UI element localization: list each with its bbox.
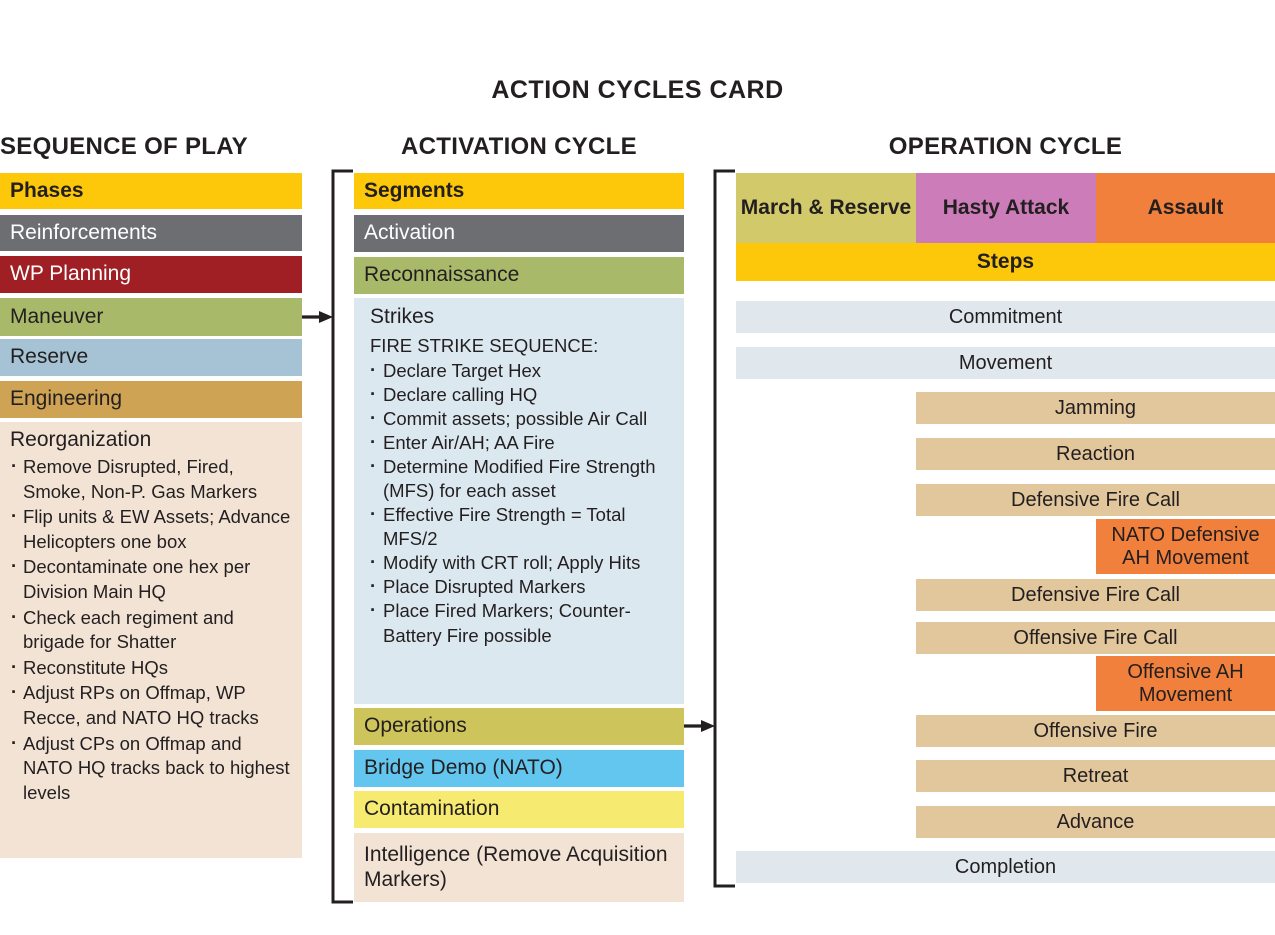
reorganization-bullet-list: Remove Disrupted, Fired, Smoke, Non-P. G… [0,454,302,806]
step-row-completion[interactable]: Completion [736,851,1275,883]
list-item: Place Fired Markers; Counter-Battery Fir… [370,598,678,647]
list-item: Check each regiment and brigade for Shat… [10,605,294,655]
operation-header-assault[interactable]: Assault [1096,173,1275,243]
phase-row-wp-planning[interactable]: WP Planning [0,256,302,293]
operation-bracket [713,169,735,888]
step-row-advance[interactable]: Advance [916,806,1275,838]
segment-row-activation[interactable]: Activation [354,215,684,252]
list-item: Adjust RPs on Offmap, WP Recce, and NATO… [10,680,294,730]
list-item: Declare calling HQ [370,382,678,407]
list-item: Adjust CPs on Offmap and NATO HQ tracks … [10,731,294,806]
list-item: Place Disrupted Markers [370,574,678,599]
page-title: ACTION CYCLES CARD [491,76,784,104]
operation-header-march-and-reserve[interactable]: March & Reserve [736,173,916,243]
activation-header-segments: Segments [354,173,684,209]
list-item: Declare Target Hex [370,358,678,383]
column-heading-activation-cycle: ACTIVATION CYCLE [401,133,637,160]
step-row-defensive-fire-call-1[interactable]: Defensive Fire Call [916,484,1275,516]
phase-row-maneuver[interactable]: Maneuver [0,298,302,336]
step-row-offensive-ah-movement[interactable]: Offensive AH Movement [1096,656,1275,711]
list-item: Decontaminate one hex per Division Main … [10,554,294,604]
list-item: Remove Disrupted, Fired, Smoke, Non-P. G… [10,454,294,504]
column-heading-sequence-of-play: SEQUENCE OF PLAY [0,133,248,160]
segment-row-contamination[interactable]: Contamination [354,791,684,828]
fire-strike-bullet-list: Declare Target Hex Declare calling HQ Co… [354,358,684,648]
activation-bracket [331,169,353,904]
phase-row-reorganization[interactable]: Reorganization Remove Disrupted, Fired, … [0,422,302,858]
list-item: Enter Air/AH; AA Fire [370,430,678,455]
strikes-title: Strikes [370,305,435,328]
list-item: Effective Fire Strength = Total MFS/2 [370,502,678,551]
sequence-header-phases: Phases [0,173,302,209]
operation-header-hasty-attack[interactable]: Hasty Attack [916,173,1096,243]
operation-steps-header: Steps [736,243,1275,281]
step-row-retreat[interactable]: Retreat [916,760,1275,792]
step-row-reaction[interactable]: Reaction [916,438,1275,470]
segment-row-strikes[interactable]: Strikes FIRE STRIKE SEQUENCE: Declare Ta… [354,298,684,704]
phase-row-reserve[interactable]: Reserve [0,339,302,376]
step-row-movement[interactable]: Movement [736,347,1275,379]
step-row-offensive-fire[interactable]: Offensive Fire [916,715,1275,747]
segment-row-reconnaissance[interactable]: Reconnaissance [354,257,684,294]
phase-row-engineering[interactable]: Engineering [0,381,302,418]
list-item: Determine Modified Fire Strength (MFS) f… [370,454,678,503]
step-row-nato-defensive-ah-movement[interactable]: NATO Defensive AH Movement [1096,519,1275,574]
step-row-commitment[interactable]: Commitment [736,301,1275,333]
column-heading-operation-cycle: OPERATION CYCLE [888,133,1123,160]
list-item: Commit assets; possible Air Call [370,406,678,431]
reorganization-title: Reorganization [10,428,152,451]
step-row-jamming[interactable]: Jamming [916,392,1275,424]
segment-row-bridge-demo[interactable]: Bridge Demo (NATO) [354,750,684,787]
phase-row-reinforcements[interactable]: Reinforcements [0,215,302,251]
step-row-defensive-fire-call-2[interactable]: Defensive Fire Call [916,579,1275,611]
list-item: Flip units & EW Assets; Advance Helicopt… [10,504,294,554]
list-item: Modify with CRT roll; Apply Hits [370,550,678,575]
segment-row-intelligence[interactable]: Intelligence (Remove Acquisition Markers… [354,833,684,902]
segment-row-operations[interactable]: Operations [354,708,684,745]
step-row-offensive-fire-call[interactable]: Offensive Fire Call [916,622,1275,654]
list-item: Reconstitute HQs [10,655,294,681]
fire-strike-sequence-label: FIRE STRIKE SEQUENCE: [370,335,599,356]
